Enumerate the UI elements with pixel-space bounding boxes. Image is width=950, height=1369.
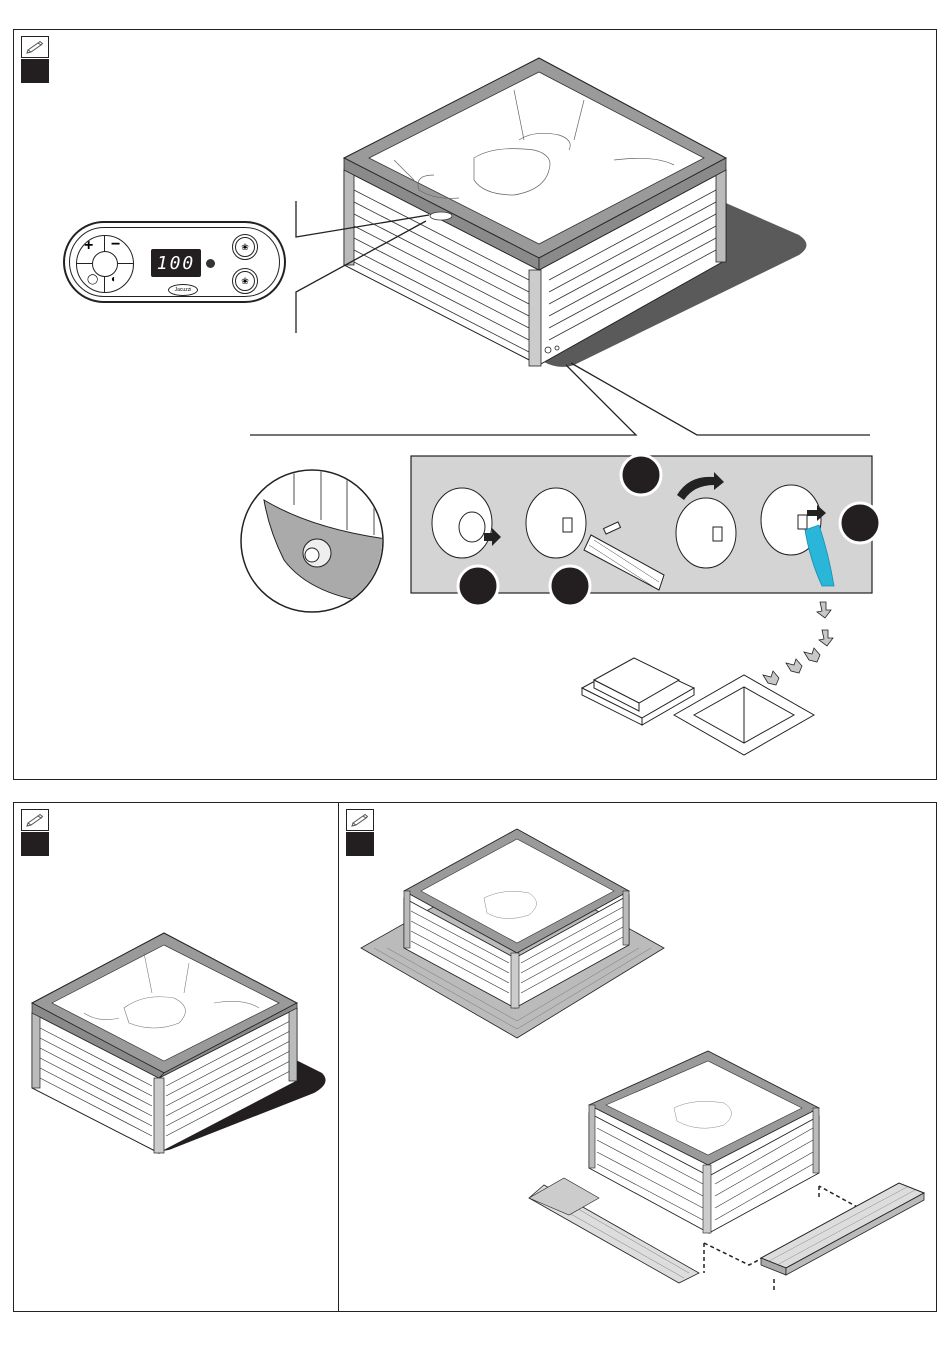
plus-button[interactable]: + xyxy=(84,237,93,255)
top-illustration xyxy=(14,30,938,781)
step-circle-1 xyxy=(458,566,498,606)
drain-valve-location xyxy=(545,347,551,353)
jets-button-2[interactable]: ❀ xyxy=(232,268,258,294)
panel-bottom-right xyxy=(338,802,937,1312)
brand-logo: Jacuzzi xyxy=(168,284,198,296)
hot-tub xyxy=(344,58,726,366)
tub-with-removable-board xyxy=(529,1051,924,1291)
mode-icon[interactable]: ◐ xyxy=(111,274,117,285)
removable-deck-board xyxy=(761,1183,924,1275)
display-value: 100 xyxy=(157,253,196,274)
tub-with-deck xyxy=(361,829,664,1038)
decking-illustrations xyxy=(339,803,938,1313)
step-circle-2 xyxy=(550,566,590,606)
temperature-display: 100 xyxy=(151,249,201,277)
drain-detail-callout xyxy=(250,363,870,435)
drain-valve-magnifier xyxy=(241,470,394,612)
panel-bottom-left xyxy=(13,802,339,1312)
jets-icon: ❀ xyxy=(235,271,255,291)
light-icon[interactable]: ◯ xyxy=(87,274,98,285)
hot-tub-on-ground xyxy=(14,803,340,1313)
status-led xyxy=(206,259,215,268)
control-panel: + − ◯ ◐ 100 ❀ ❀ Jacuzzi xyxy=(63,221,286,303)
jets-button-1[interactable]: ❀ xyxy=(232,234,258,260)
jets-icon: ❀ xyxy=(235,237,255,257)
drainage-pit xyxy=(674,675,814,755)
valve-cap-2 xyxy=(526,488,586,558)
minus-button[interactable]: − xyxy=(111,236,120,254)
panel-top: + − ◯ ◐ 100 ❀ ❀ Jacuzzi xyxy=(13,29,937,780)
step-circle-3 xyxy=(621,455,661,495)
control-panel-location xyxy=(430,212,452,220)
step-circle-4 xyxy=(840,503,880,543)
control-dpad: + − ◯ ◐ xyxy=(76,235,134,293)
